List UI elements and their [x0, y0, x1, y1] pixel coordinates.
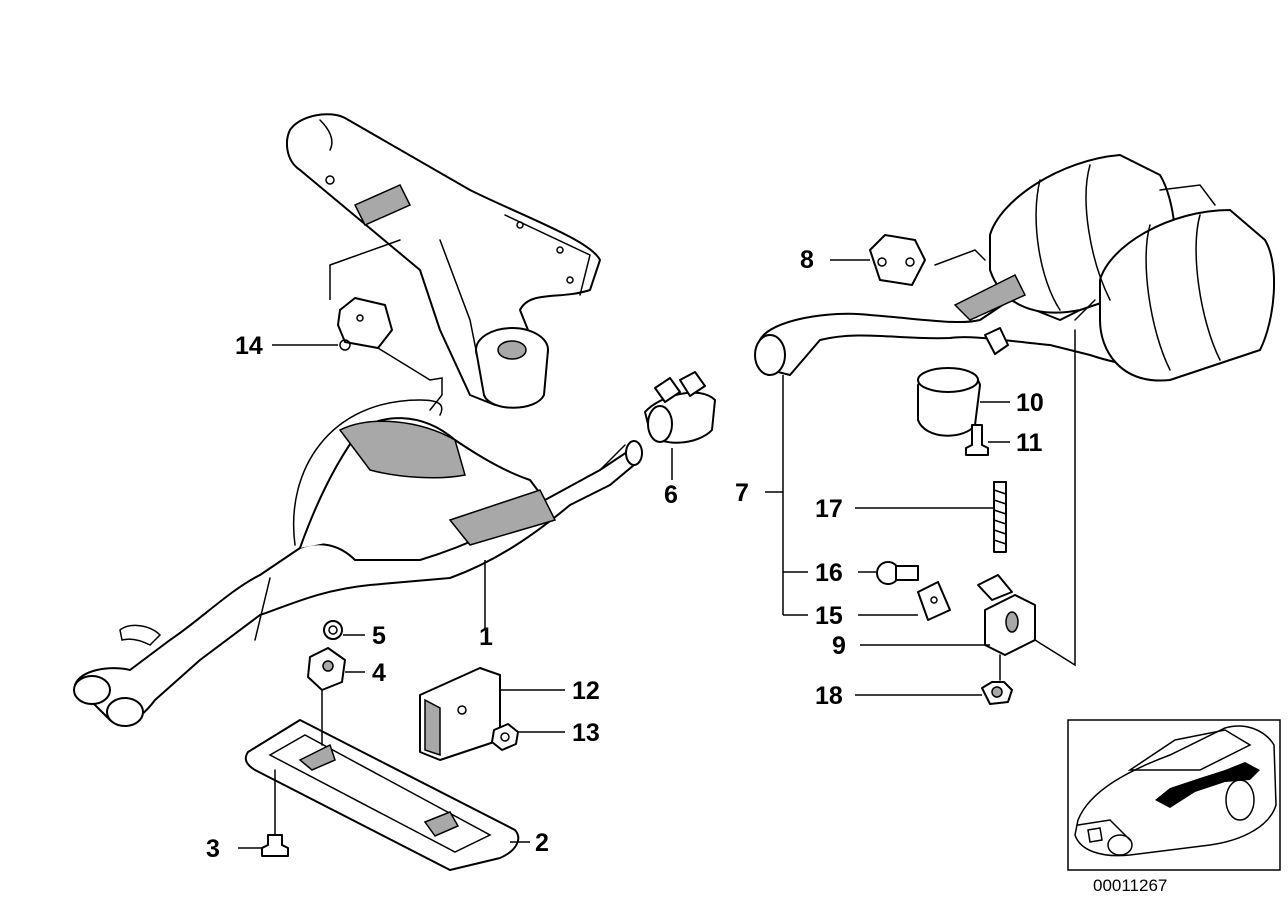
- callout-2: 2: [535, 829, 549, 857]
- callout-17: 17: [815, 495, 843, 523]
- stud-17: [993, 481, 1007, 553]
- callout-3: 3: [206, 835, 220, 863]
- plate-15: [917, 581, 951, 621]
- callout-11: 11: [1016, 429, 1043, 457]
- callout-12: 12: [572, 677, 600, 705]
- nut-5: [323, 620, 343, 640]
- mount-4: [307, 647, 346, 691]
- callout-16: 16: [815, 559, 843, 587]
- rear-silencer: [754, 154, 1275, 382]
- bracket-8: [869, 234, 926, 286]
- bolt-16: [876, 561, 919, 585]
- upper-heat-shield: [286, 113, 601, 406]
- heat-shield-plate-2: [244, 689, 520, 871]
- rubber-mount: [475, 327, 549, 409]
- bracket-14: [329, 239, 443, 411]
- bracket-12: [419, 667, 501, 761]
- rubber-mount-9: [977, 329, 1076, 681]
- car-location-inset: [1067, 719, 1281, 871]
- callout-6: 6: [664, 481, 678, 509]
- callout-7: 7: [735, 479, 749, 507]
- document-number: 00011267: [1093, 876, 1167, 895]
- flange-nut-18: [981, 681, 1013, 705]
- callout-18: 18: [815, 682, 843, 710]
- leader-lines: [238, 259, 1010, 849]
- callout-1: 1: [479, 623, 493, 651]
- callout-9: 9: [832, 632, 846, 660]
- callout-14: 14: [235, 332, 263, 360]
- cap-10: [917, 327, 1009, 437]
- front-pipe-catalytic-converter: [73, 399, 643, 727]
- callout-15: 15: [815, 602, 843, 630]
- callout-13: 13: [572, 719, 600, 747]
- callout-5: 5: [372, 622, 386, 650]
- screw-3: [261, 769, 289, 857]
- nut-13: [491, 723, 519, 751]
- screw-11: [965, 424, 989, 456]
- callout-10: 10: [1016, 389, 1044, 417]
- callout-labels: 1 2 3 4 5 6 7 8 9 10 11 12 13 14 15 16 1…: [206, 246, 1044, 863]
- callout-8: 8: [800, 246, 814, 274]
- callout-4: 4: [372, 659, 386, 687]
- pipe-clamp-6: [644, 371, 716, 444]
